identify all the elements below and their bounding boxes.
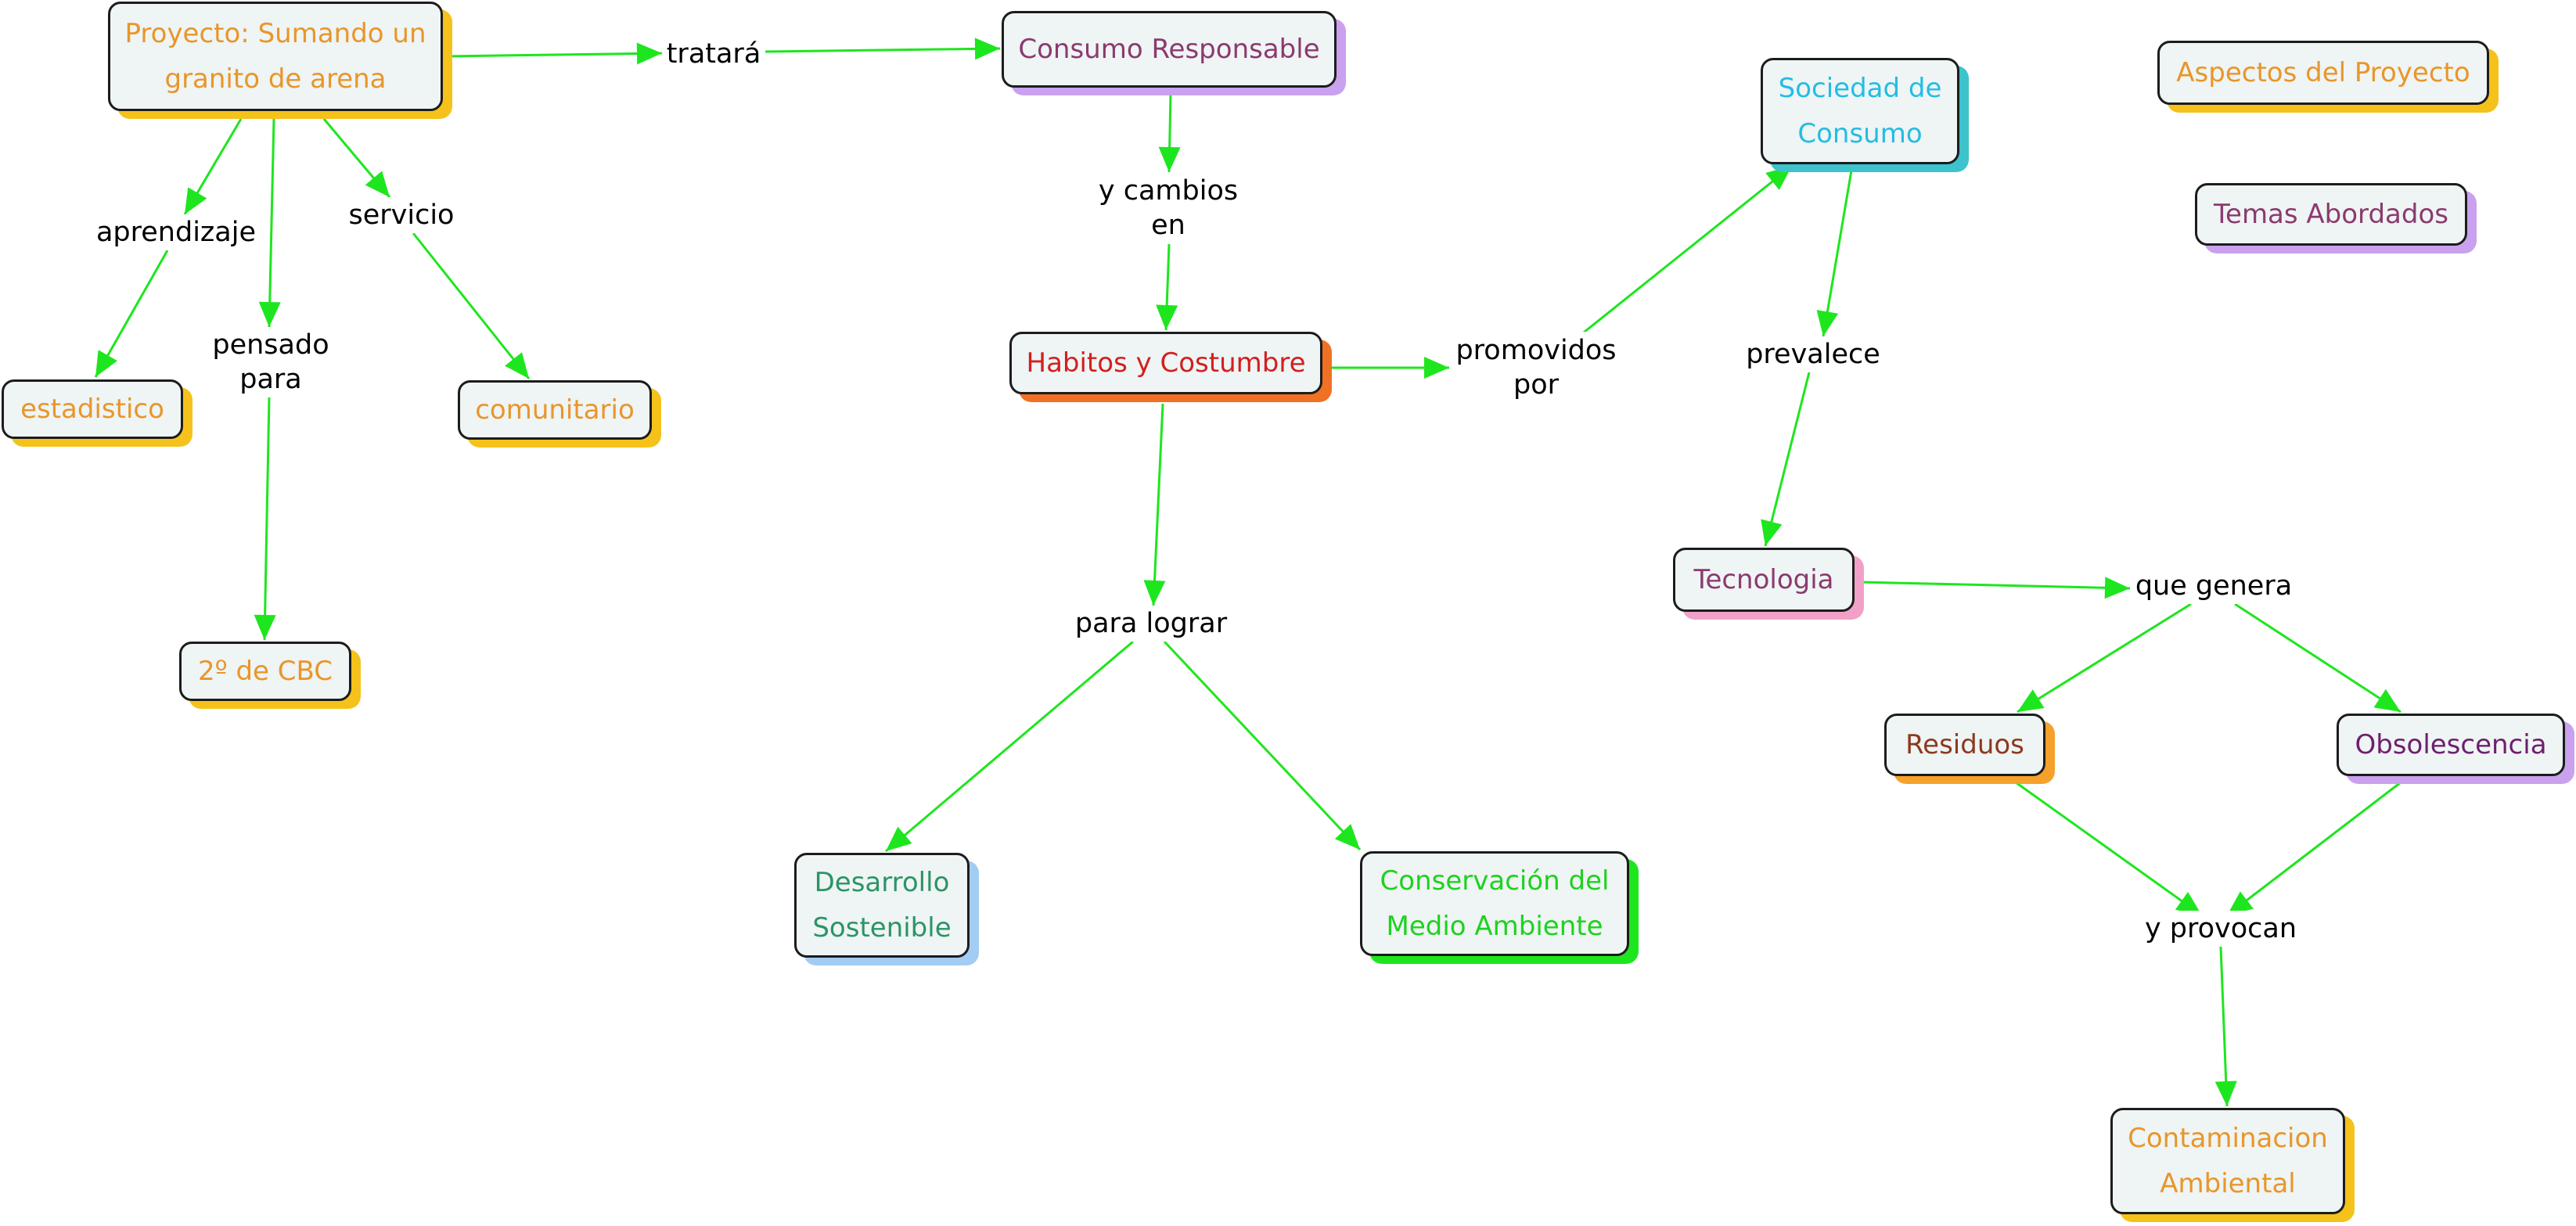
line-proyecto-to-pensado (268, 118, 275, 328)
line-obsolescencia-to-provocan (2226, 781, 2402, 917)
link-label-promovidos-por: promovidos por (1449, 332, 1623, 404)
line-tratara-to-consumo (765, 47, 1001, 53)
line-lograr-to-desarrollo (885, 640, 1134, 853)
arrowhead-lograr-to-conservacion (1334, 824, 1360, 850)
arrowhead-obsolescencia-to-provocan (2227, 891, 2254, 915)
concept-tecnologia[interactable]: Tecnologia (1673, 548, 1855, 612)
concept-desarrollo-sostenible[interactable]: Desarrollo Sostenible (794, 853, 970, 958)
line-pensado-to-cbc (263, 397, 271, 641)
concept-consumo-responsable[interactable]: Consumo Responsable (1002, 11, 1337, 88)
link-label-prevalece: prevalece (1742, 336, 1884, 372)
line-sociedad-to-prevalece (1822, 170, 1853, 337)
line-genera-to-residuos (2017, 602, 2192, 714)
arrowhead-genera-to-residuos (2017, 689, 2045, 712)
line-residuos-to-provocan (2015, 781, 2203, 917)
arrowhead-servicio-to-comunitario (505, 352, 529, 379)
line-proyecto-to-tratara (445, 52, 663, 58)
arrowhead-aprendizaje-to-estadistico (95, 350, 117, 377)
concept-estadistico[interactable]: estadistico (2, 379, 183, 439)
link-label-que-genera: que genera (2132, 568, 2296, 604)
link-label-tratara: tratará (662, 36, 765, 72)
arrowhead-tratara-to-consumo (974, 38, 1000, 60)
arrowhead-proyecto-to-servicio (365, 171, 390, 197)
line-habitos-to-lograr (1152, 403, 1164, 606)
arrowhead-cambios-to-habitos (1156, 304, 1178, 330)
line-promovidos-to-sociedad (1580, 164, 1793, 336)
line-servicio-to-comunitario (412, 232, 531, 379)
link-label-y-cambios-en: y cambios en (1094, 172, 1243, 244)
arrowhead-habitos-to-promovidos (1424, 357, 1449, 379)
concept-contaminacion-ambiental[interactable]: Contaminacion Ambiental (2110, 1108, 2345, 1214)
concept-aspectos-del-proyecto[interactable]: Aspectos del Proyecto (2157, 41, 2489, 105)
line-genera-to-obsolescencia (2234, 602, 2402, 714)
concept-habitos-y-costumbre[interactable]: Habitos y Costumbre (1009, 332, 1322, 394)
concept-conservacion-medio-ambiente[interactable]: Conservación del Medio Ambiente (1360, 851, 1629, 956)
arrowhead-tecnologia-to-genera (2104, 577, 2130, 599)
line-provocan-to-contaminacion (2219, 946, 2229, 1107)
arrowhead-proyecto-to-tratara (636, 42, 662, 65)
link-label-aprendizaje: aprendizaje (91, 214, 261, 250)
line-lograr-to-conservacion (1163, 640, 1362, 851)
arrowhead-proyecto-to-aprendizaje (185, 187, 207, 214)
arrowhead-habitos-to-lograr (1143, 580, 1166, 606)
link-label-pensado-para: pensado para (208, 327, 333, 397)
arrowhead-residuos-to-provocan (2175, 892, 2202, 915)
arrowhead-genera-to-obsolescencia (2373, 689, 2401, 712)
arrowhead-lograr-to-desarrollo (886, 826, 912, 851)
link-label-y-provocan: y provocan (2141, 911, 2301, 947)
concept-obsolescencia[interactable]: Obsolescencia (2337, 714, 2565, 776)
arrowhead-promovidos-to-sociedad (1765, 166, 1792, 190)
arrowhead-consumo-to-cambios (1158, 146, 1181, 172)
arrowhead-provocan-to-contaminacion (2214, 1080, 2237, 1106)
concept-residuos[interactable]: Residuos (1884, 714, 2045, 776)
concept-sociedad-de-consumo[interactable]: Sociedad de Consumo (1761, 58, 1959, 164)
arrowhead-prevalece-to-tecnologia (1761, 519, 1783, 546)
arrowhead-pensado-to-cbc (254, 614, 276, 640)
arrowhead-proyecto-to-pensado (258, 301, 281, 327)
concept-temas-abordados[interactable]: Temas Abordados (2195, 183, 2467, 246)
link-label-para-lograr: para lograr (1070, 606, 1232, 642)
concept-comunitario[interactable]: comunitario (458, 380, 652, 440)
concept-proyecto[interactable]: Proyecto: Sumando un granito de arena (108, 2, 443, 111)
line-tecnologia-to-genera (1860, 581, 2131, 590)
arrowhead-sociedad-to-prevalece (1816, 310, 1839, 336)
concept-2-de-cbc[interactable]: 2º de CBC (179, 642, 351, 701)
line-prevalece-to-tecnologia (1764, 372, 1811, 547)
link-label-servicio: servicio (344, 197, 459, 233)
